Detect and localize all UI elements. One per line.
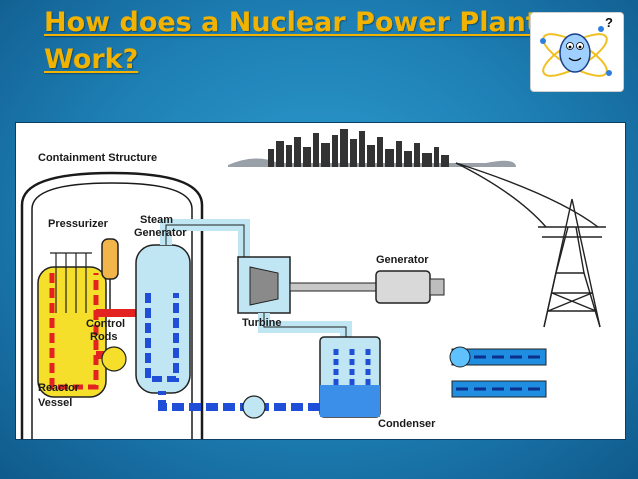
reactor-pump	[101, 346, 127, 372]
steam-generator	[135, 244, 191, 394]
label-condenser: Condenser	[378, 418, 436, 430]
label-steam-2: Generator	[134, 227, 187, 239]
label-generator: Generator	[376, 254, 429, 266]
feedwater-pump	[242, 395, 266, 419]
label-reactor-1: Reactor	[38, 382, 80, 394]
reactor-vessel	[37, 266, 107, 398]
transmission-tower	[455, 162, 606, 328]
nuclear-plant-diagram: Containment Structure Pressurizer Steam …	[15, 122, 626, 440]
reactor-coolant-loop	[49, 273, 99, 390]
control-rods	[50, 252, 92, 313]
label-control-2: Rods	[90, 331, 118, 343]
generator	[375, 270, 431, 304]
slide-title: How does a Nuclear Power Plant Work?	[44, 4, 539, 78]
turbine-shaft	[289, 282, 377, 292]
label-reactor-2: Vessel	[38, 397, 72, 409]
containment-structure	[20, 171, 204, 439]
label-containment: Containment Structure	[38, 152, 157, 164]
title-line-2: Work?	[44, 44, 139, 75]
title-line-1: How does a Nuclear Power Plant	[44, 7, 539, 38]
label-turbine: Turbine	[242, 317, 282, 329]
atom-mascot-icon: ?	[530, 12, 624, 92]
mascot-question-mark: ?	[605, 15, 613, 30]
label-pressurizer: Pressurizer	[48, 218, 109, 230]
feedwater-line	[158, 391, 320, 411]
pressurizer	[101, 238, 119, 280]
city-skyline	[228, 129, 516, 167]
label-steam-1: Steam	[140, 214, 173, 226]
label-control-1: Control	[86, 318, 125, 330]
